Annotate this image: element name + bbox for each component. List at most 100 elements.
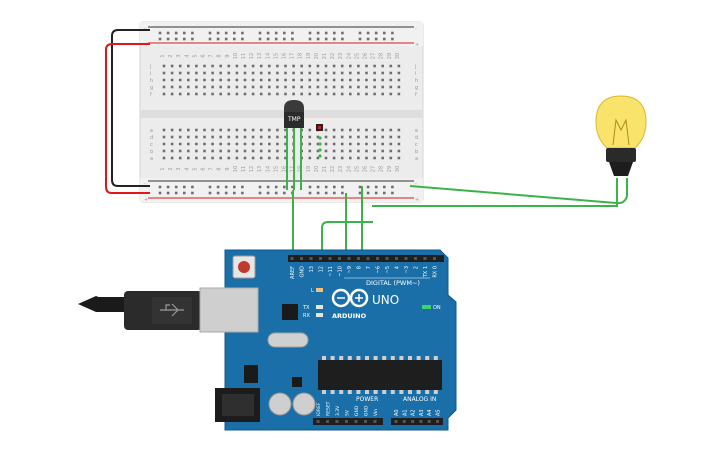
rail-hole[interactable] <box>174 31 178 35</box>
breadboard-hole[interactable] <box>276 92 279 96</box>
rail-hole[interactable] <box>341 185 344 189</box>
rail-hole[interactable] <box>274 31 278 35</box>
breadboard-hole[interactable] <box>211 156 214 160</box>
digital-pin-hole[interactable] <box>366 257 370 260</box>
breadboard-hole[interactable] <box>373 135 376 139</box>
breadboard-hole[interactable] <box>381 156 384 160</box>
breadboard-hole[interactable] <box>170 71 174 75</box>
breadboard-hole[interactable] <box>349 128 352 132</box>
breadboard-hole[interactable] <box>243 92 247 96</box>
breadboard-hole[interactable] <box>389 85 393 89</box>
breadboard-hole[interactable] <box>243 142 247 146</box>
breadboard-hole[interactable] <box>381 71 384 75</box>
analog-pin-hole[interactable] <box>427 420 431 423</box>
breadboard-hole[interactable] <box>397 149 401 153</box>
rail-hole[interactable] <box>158 31 162 35</box>
breadboard-hole[interactable] <box>340 135 344 139</box>
breadboard-hole[interactable] <box>195 85 198 89</box>
breadboard-hole[interactable] <box>227 64 231 68</box>
breadboard-hole[interactable] <box>162 85 166 89</box>
breadboard-hole[interactable] <box>316 149 320 153</box>
breadboard-hole[interactable] <box>340 128 344 132</box>
rail-hole[interactable] <box>208 191 212 195</box>
rail-hole[interactable] <box>274 185 278 189</box>
breadboard-hole[interactable] <box>397 135 401 139</box>
rail-hole[interactable] <box>341 191 344 195</box>
rail-hole[interactable] <box>283 31 286 35</box>
breadboard-hole[interactable] <box>259 149 263 153</box>
rail-hole[interactable] <box>166 191 170 195</box>
breadboard-hole[interactable] <box>227 149 231 153</box>
digital-pin-hole[interactable] <box>385 257 389 260</box>
breadboard-hole[interactable] <box>349 156 352 160</box>
breadboard-hole[interactable] <box>195 135 198 139</box>
breadboard-hole[interactable] <box>195 78 198 82</box>
breadboard-hole[interactable] <box>357 149 360 153</box>
breadboard-hole[interactable] <box>332 78 336 82</box>
breadboard-hole[interactable] <box>187 85 190 89</box>
breadboard-hole[interactable] <box>340 156 344 160</box>
breadboard-hole[interactable] <box>162 149 166 153</box>
breadboard-hole[interactable] <box>211 142 214 146</box>
breadboard-hole[interactable] <box>251 149 255 153</box>
rail-hole[interactable] <box>191 191 194 195</box>
breadboard-hole[interactable] <box>332 85 336 89</box>
breadboard-hole[interactable] <box>381 149 384 153</box>
breadboard-hole[interactable] <box>349 135 352 139</box>
breadboard-hole[interactable] <box>332 142 336 146</box>
breadboard-hole[interactable] <box>373 71 376 75</box>
breadboard-hole[interactable] <box>340 85 344 89</box>
breadboard-hole[interactable] <box>203 156 206 160</box>
breadboard-hole[interactable] <box>243 135 247 139</box>
breadboard-hole[interactable] <box>227 135 231 139</box>
wire-green-pin13-to-bulb[interactable] <box>409 178 628 205</box>
rail-hole[interactable] <box>216 185 220 189</box>
breadboard-hole[interactable] <box>170 128 174 132</box>
breadboard-hole[interactable] <box>365 156 368 160</box>
breadboard-hole[interactable] <box>178 71 182 75</box>
rail-hole[interactable] <box>224 191 228 195</box>
rail-hole[interactable] <box>391 185 394 189</box>
rail-hole[interactable] <box>358 185 362 189</box>
breadboard-hole[interactable] <box>349 78 352 82</box>
breadboard-hole[interactable] <box>195 92 198 96</box>
rail-hole[interactable] <box>208 31 212 35</box>
breadboard-hole[interactable] <box>389 149 393 153</box>
breadboard-hole[interactable] <box>227 128 231 132</box>
breadboard-hole[interactable] <box>243 64 247 68</box>
breadboard-hole[interactable] <box>389 64 393 68</box>
breadboard-hole[interactable] <box>203 135 206 139</box>
breadboard-hole[interactable] <box>178 85 182 89</box>
breadboard-hole[interactable] <box>276 78 279 82</box>
analog-pin-hole[interactable] <box>402 420 406 423</box>
digital-pin-hole[interactable] <box>404 257 408 260</box>
breadboard-hole[interactable] <box>259 71 263 75</box>
breadboard-hole[interactable] <box>389 128 393 132</box>
breadboard-hole[interactable] <box>308 71 312 75</box>
digital-pin-hole[interactable] <box>309 257 313 260</box>
breadboard-hole[interactable] <box>292 78 295 82</box>
rail-hole[interactable] <box>316 31 320 35</box>
breadboard-hole[interactable] <box>195 149 198 153</box>
rail-hole[interactable] <box>166 185 170 189</box>
breadboard-hole[interactable] <box>365 78 368 82</box>
breadboard-hole[interactable] <box>203 92 206 96</box>
breadboard-hole[interactable] <box>340 64 344 68</box>
rail-hole[interactable] <box>333 185 336 189</box>
digital-pin-hole[interactable] <box>338 257 341 260</box>
digital-pin-hole[interactable] <box>433 257 436 260</box>
rail-hole[interactable] <box>366 191 370 195</box>
breadboard-hole[interactable] <box>251 156 255 160</box>
breadboard-hole[interactable] <box>203 64 206 68</box>
breadboard-hole[interactable] <box>268 142 271 146</box>
rail-hole[interactable] <box>224 185 228 189</box>
breadboard-hole[interactable] <box>284 71 287 75</box>
breadboard-hole[interactable] <box>243 128 247 132</box>
breadboard-hole[interactable] <box>324 85 328 89</box>
breadboard-hole[interactable] <box>316 135 320 139</box>
breadboard-hole[interactable] <box>308 85 312 89</box>
breadboard-hole[interactable] <box>259 64 263 68</box>
rail-hole[interactable] <box>283 37 286 41</box>
breadboard-hole[interactable] <box>381 85 384 89</box>
breadboard-hole[interactable] <box>195 156 198 160</box>
